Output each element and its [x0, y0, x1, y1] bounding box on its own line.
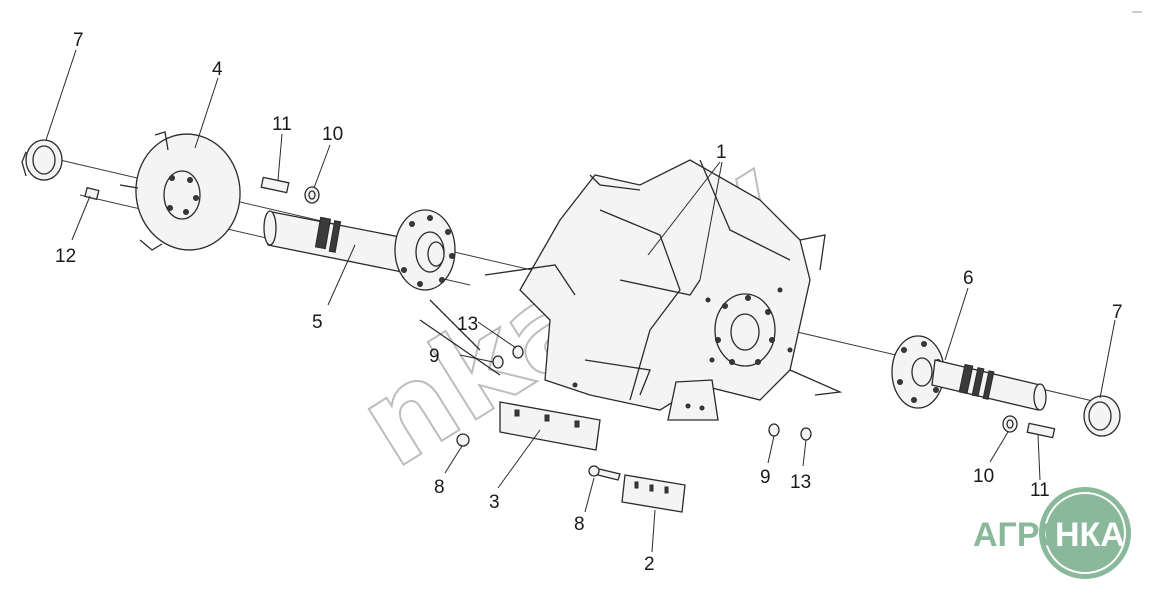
part-9-washer-right	[768, 423, 780, 437]
callout-9-left: 9	[429, 346, 440, 367]
part-13-nut-left	[512, 345, 524, 359]
part-13-nut-right	[800, 427, 812, 441]
callout-8-left: 8	[434, 477, 445, 498]
callout-13-left: 13	[457, 314, 478, 335]
part-4-disc	[119, 131, 241, 251]
callout-7-right: 7	[1112, 302, 1123, 323]
part-12-bolt	[84, 186, 100, 201]
part-8-bolt-center	[588, 465, 621, 481]
agronka-logo: АГРО НКА	[973, 487, 1131, 579]
logo-text-right: НКА	[1055, 516, 1125, 554]
callout-10-left: 10	[322, 124, 343, 145]
logo-text-left: АГРО	[973, 516, 1066, 554]
callout-7-left: 7	[73, 30, 84, 51]
leader-lines	[45, 49, 1116, 553]
callout-8-center: 8	[574, 514, 585, 535]
callout-1: 1	[716, 142, 727, 163]
part-10-washer-right	[1002, 415, 1018, 433]
callout-3: 3	[489, 492, 500, 513]
part-6-shaft-right	[891, 335, 1047, 411]
callout-5: 5	[312, 312, 323, 333]
callout-12: 12	[55, 246, 76, 267]
callout-13-right: 13	[790, 472, 811, 493]
callout-6: 6	[963, 268, 974, 289]
logo-ring	[1044, 492, 1126, 574]
part-2-plate	[621, 474, 686, 513]
part-11-bolt-left	[260, 176, 290, 194]
part-11-bolt-right	[1026, 422, 1056, 439]
logo-circle	[1039, 487, 1131, 579]
callout-11-right: 11	[1030, 480, 1050, 501]
callout-11-left: 11	[272, 114, 292, 135]
part-5-shaft-left	[263, 209, 456, 291]
part-10-washer-left	[304, 186, 320, 204]
part-3-plate	[499, 401, 601, 451]
callout-labels: 7 4 11 10 12 5 1 6 7 13 9 8 3 8 2 9 13 1…	[55, 30, 1123, 575]
part-8-bolt-left	[456, 433, 470, 447]
part-7-ring-left	[21, 139, 63, 181]
callout-2: 2	[644, 554, 655, 575]
part-1-central-frame	[419, 159, 843, 421]
part-9-washer-left	[492, 355, 504, 369]
part-7-ring-right	[1083, 395, 1121, 437]
callout-10-right: 10	[973, 466, 994, 487]
callout-9-right: 9	[760, 467, 771, 488]
callout-4: 4	[212, 59, 223, 80]
